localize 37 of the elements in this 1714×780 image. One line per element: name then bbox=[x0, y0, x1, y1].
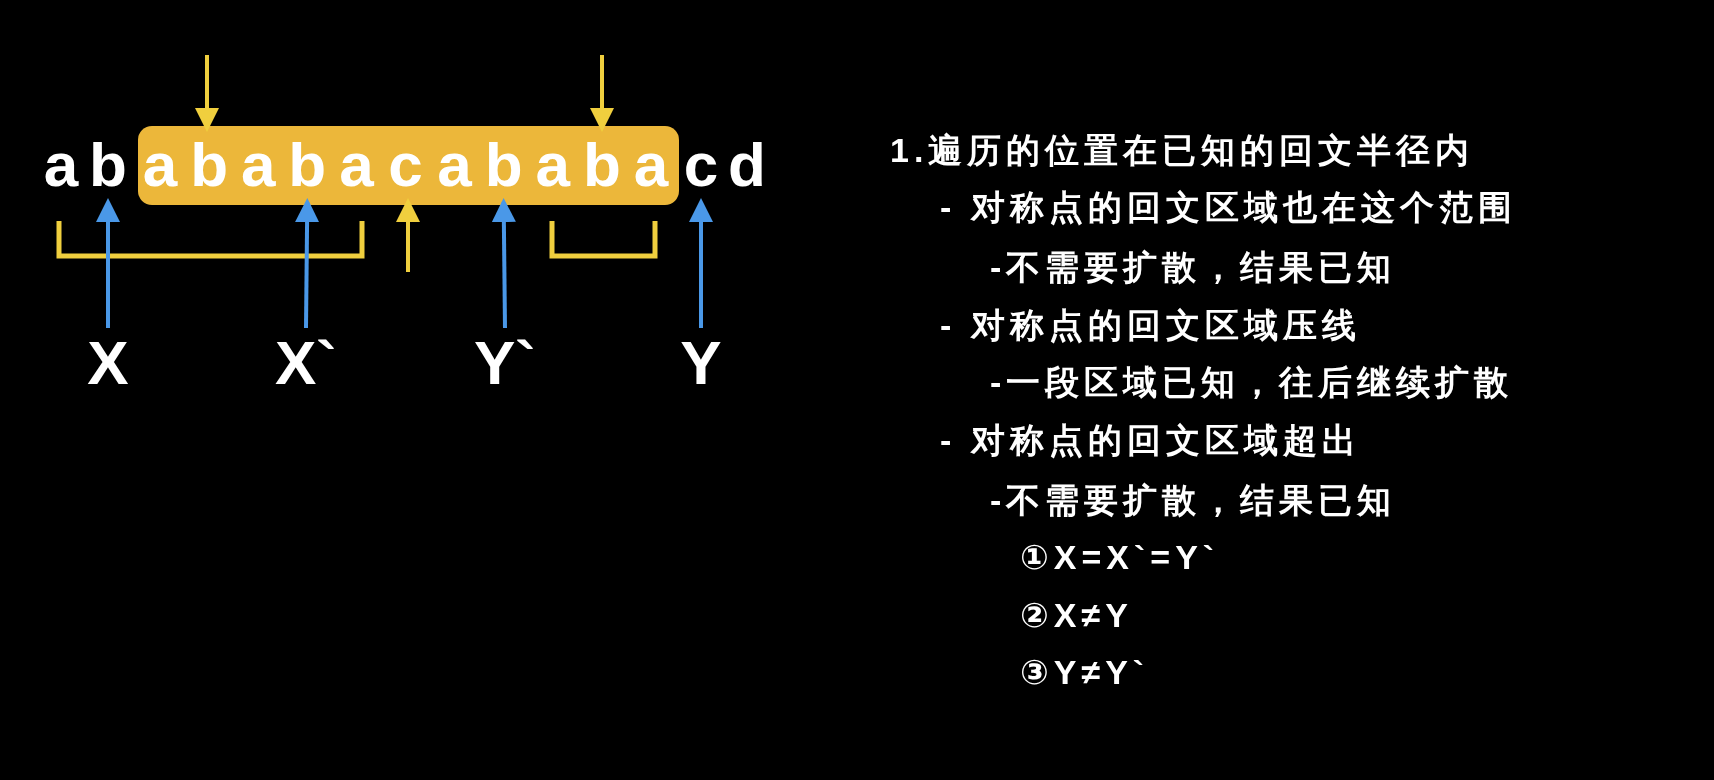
note-text: 1.遍历的位置在已知的回文半径内 bbox=[890, 130, 1475, 171]
string-character: a bbox=[236, 128, 281, 202]
string-character: b bbox=[187, 128, 232, 202]
string-character: a bbox=[138, 128, 182, 202]
note-text: - 对称点的回文区域也在这个范围 bbox=[940, 187, 1517, 228]
string-character: b bbox=[86, 128, 130, 202]
string-character: c bbox=[383, 128, 428, 202]
pointer-label: Y` bbox=[465, 328, 545, 398]
string-character: d bbox=[725, 128, 769, 202]
highlight-box bbox=[138, 126, 679, 205]
string-character: c bbox=[679, 128, 723, 202]
pointer-label: Y bbox=[661, 328, 741, 398]
string-character: a bbox=[39, 128, 83, 202]
arrow bbox=[295, 198, 320, 329]
string-character: b bbox=[481, 128, 526, 202]
note-text: -一段区域已知，往后继续扩散 bbox=[990, 362, 1514, 403]
string-character: a bbox=[334, 128, 379, 202]
note-text: ①X=X`=Y` bbox=[1020, 537, 1220, 578]
string-character: b bbox=[579, 128, 624, 202]
note-text: - 对称点的回文区域压线 bbox=[940, 305, 1361, 346]
string-character: a bbox=[432, 128, 477, 202]
arrow bbox=[96, 198, 120, 328]
arrow bbox=[590, 55, 614, 132]
note-text: -不需要扩散，结果已知 bbox=[990, 247, 1397, 288]
note-text: - 对称点的回文区域超出 bbox=[940, 420, 1361, 461]
arrow bbox=[491, 198, 516, 329]
note-text: ③Y≠Y` bbox=[1020, 652, 1150, 693]
pointer-label: X bbox=[68, 328, 148, 398]
arrow bbox=[195, 55, 219, 132]
note-text: ②X≠Y bbox=[1020, 595, 1133, 636]
string-character: b bbox=[285, 128, 330, 202]
arrow bbox=[689, 198, 713, 328]
pointer-label: X` bbox=[266, 328, 346, 398]
string-character: a bbox=[628, 128, 673, 202]
arrow bbox=[396, 198, 420, 272]
note-text: -不需要扩散，结果已知 bbox=[990, 480, 1397, 521]
string-character: a bbox=[530, 128, 575, 202]
